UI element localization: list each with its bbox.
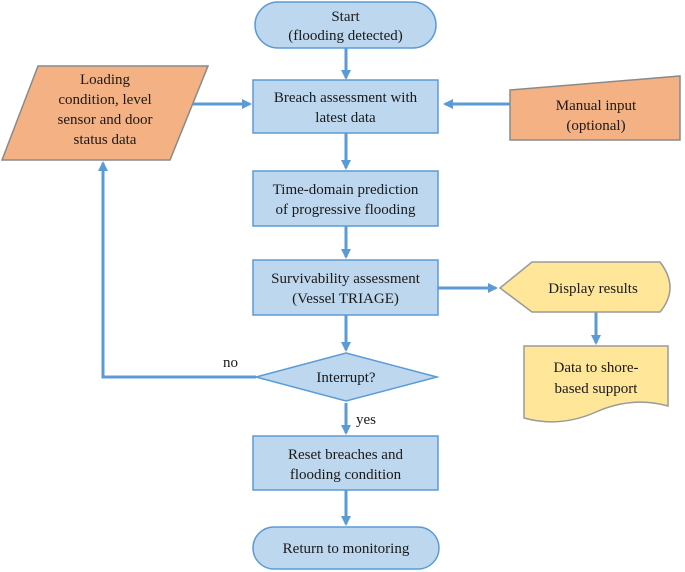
survivability-node: Survivability assessment (Vessel TRIAGE) xyxy=(252,259,439,316)
loading-label-line3: sensor and door xyxy=(58,112,153,128)
reset-node: Reset breaches and flooding condition xyxy=(252,435,439,491)
display-label: Display results xyxy=(548,281,638,297)
start-node: Start (flooding detected) xyxy=(254,1,437,49)
manual-label-line1: Manual input xyxy=(556,98,637,114)
reset-label-line1: Reset breaches and xyxy=(288,447,403,463)
breach-label-line2: latest data xyxy=(315,110,376,126)
connectors xyxy=(98,48,601,526)
start-label-line1: Start xyxy=(331,9,360,25)
breach-assessment-node: Breach assessment with latest data xyxy=(252,79,439,134)
return-node: Return to monitoring xyxy=(252,526,440,570)
shore-label-line2: based support xyxy=(555,381,639,397)
prediction-label-line2: of progressive flooding xyxy=(276,202,416,218)
arrow-interrupt-no-loop xyxy=(98,161,256,379)
manual-input-node: Manual input (optional) xyxy=(509,75,681,141)
loading-data-node: Loading condition, level sensor and door… xyxy=(0,65,210,161)
prediction-label-line1: Time-domain prediction xyxy=(273,182,419,198)
loading-label-line4: status data xyxy=(74,132,137,148)
manual-label-line2: (optional) xyxy=(566,118,625,134)
start-label-line2: (flooding detected) xyxy=(288,28,403,44)
edge-label-no: no xyxy=(223,355,238,371)
loading-label-line1: Loading xyxy=(80,72,130,88)
reset-label-line2: flooding condition xyxy=(290,467,402,483)
shore-label-line1: Data to shore- xyxy=(554,360,639,376)
survivability-label-line2: (Vessel TRIAGE) xyxy=(292,291,399,307)
interrupt-decision-node: Interrupt? xyxy=(253,352,440,402)
breach-label-line1: Breach assessment with xyxy=(274,90,418,106)
shore-support-node: Data to shore- based support xyxy=(523,345,669,423)
interrupt-label: Interrupt? xyxy=(316,370,375,386)
edge-label-yes: yes xyxy=(356,412,376,428)
return-label: Return to monitoring xyxy=(283,541,410,557)
display-results-node: Display results xyxy=(498,261,671,313)
loading-label-line2: condition, level xyxy=(58,92,151,108)
prediction-node: Time-domain prediction of progressive fl… xyxy=(252,170,439,227)
survivability-label-line1: Survivability assessment xyxy=(271,271,421,287)
